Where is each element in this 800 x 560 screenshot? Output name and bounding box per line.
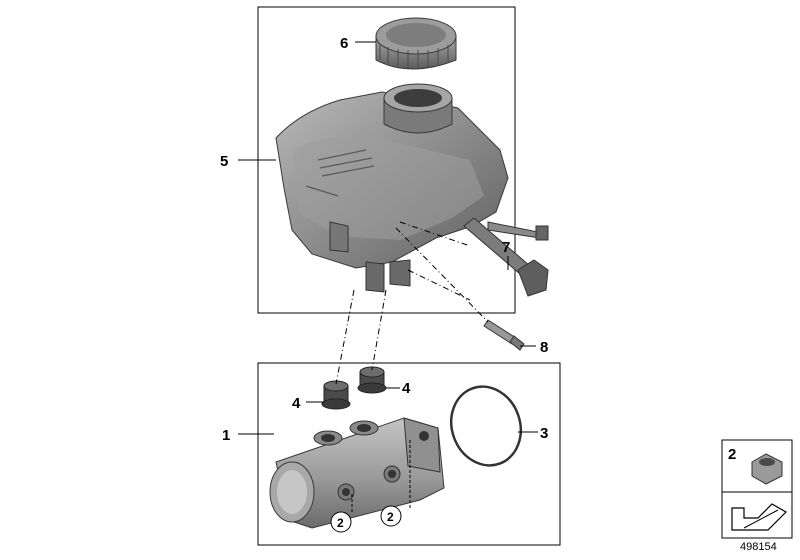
callout-circle-2a — [330, 511, 352, 533]
master-cylinder — [269, 417, 445, 529]
callout-8: 8 — [540, 339, 548, 356]
callout-6: 6 — [340, 35, 348, 52]
reservoir-cap — [375, 17, 457, 70]
legend-box — [721, 439, 793, 539]
arrow-down-left-icon — [731, 503, 787, 531]
assembly-lines — [335, 221, 489, 385]
document-number: 498154 — [740, 541, 777, 553]
callout-4-left: 4 — [292, 395, 301, 412]
o-ring — [449, 385, 523, 467]
callout-2-b: 2 — [387, 510, 394, 524]
retaining-pin — [483, 319, 525, 351]
expansion-tank — [275, 83, 509, 293]
legend-part-number: 2 — [728, 446, 736, 463]
callout-1: 1 — [222, 427, 230, 444]
callout-4-right: 4 — [402, 380, 411, 397]
level-sensor — [463, 217, 549, 297]
callout-7: 7 — [502, 239, 510, 256]
grommet-right — [357, 366, 387, 394]
callout-3: 3 — [540, 425, 548, 442]
callout-circle-2b — [380, 505, 402, 527]
grommet-left — [321, 380, 351, 410]
callout-2-a: 2 — [337, 516, 344, 530]
hex-nut-icon — [751, 453, 783, 485]
screw-lines — [351, 440, 411, 514]
lower-group-frame — [257, 362, 561, 546]
callout-5: 5 — [220, 153, 228, 170]
leader-lines — [238, 41, 538, 435]
